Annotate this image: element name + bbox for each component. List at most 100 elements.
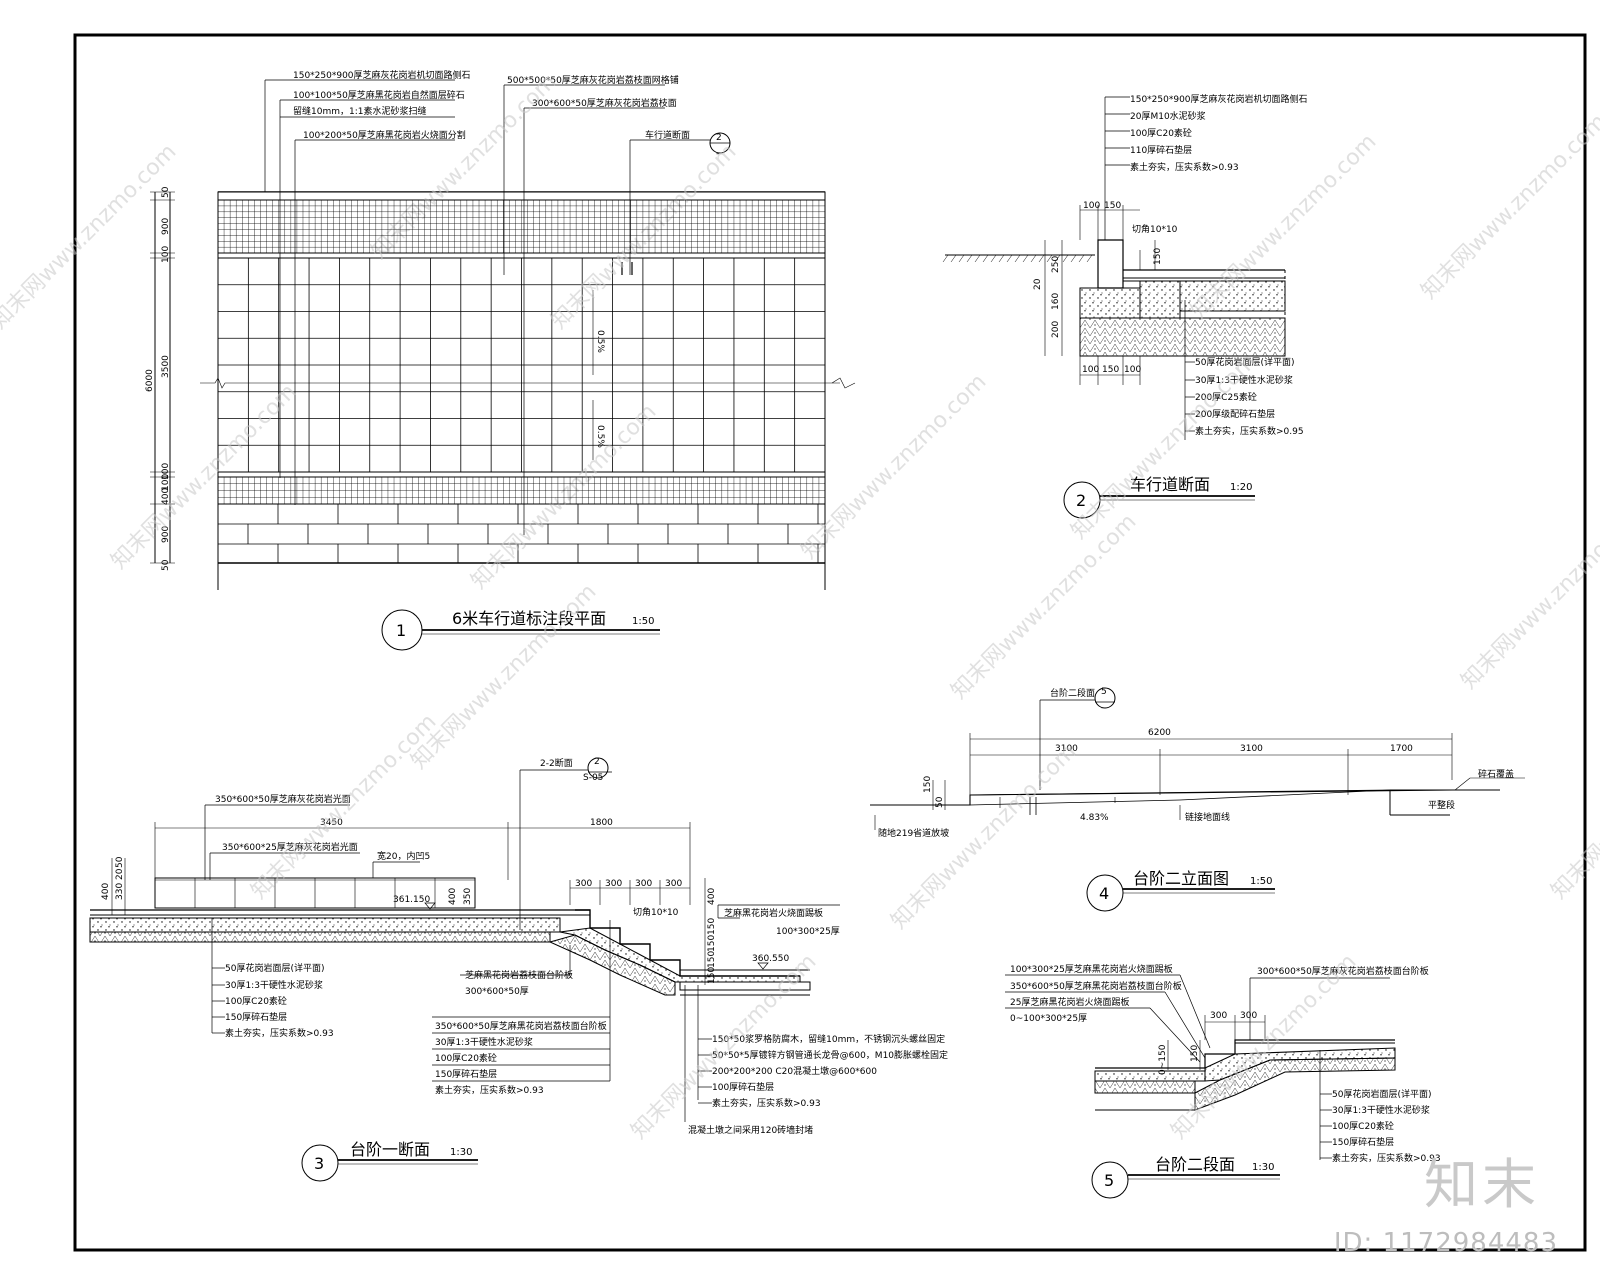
d1-number: 1 [396,621,406,640]
d5-note-bot-2: 30厚1:3干硬性水泥砂浆 [1332,1104,1430,1116]
d1-scale: 1:50 [632,616,654,627]
d3-scale: 1:30 [450,1147,472,1158]
d2-dim-left-1: 250 [1051,256,1061,273]
drawing-5-section [1005,974,1396,1199]
d3-step-3: 300 [635,879,652,889]
d3-step-2: 300 [605,879,622,889]
d2-note-top-2: 20厚M10水泥砂浆 [1130,110,1206,122]
d5-note-top-4: 0~100*300*25厚 [1010,1013,1087,1024]
d2-number: 2 [1076,491,1086,510]
d5-dim-1: 300 [1210,1011,1227,1021]
d4-note-4: 平整段 [1428,799,1455,811]
d1-title: 6米车行道标注段平面 [452,609,606,628]
d3-note-rt-1: 芝麻黑花岗岩火烧面踢板 [724,907,823,919]
d1-dim-5: 100 [161,463,171,480]
d4-scale: 1:50 [1250,876,1272,887]
d3-note-br-4: 100厚碎石垫层 [712,1081,774,1093]
d1-callout-sheet: - [716,149,719,159]
drawing-2-section [942,96,1286,519]
d4-slope: 4.83% [1080,813,1109,823]
d1-dim-2: 100 [161,246,171,263]
d3-note-br-3: 200*200*200 C20混凝土墩@600*600 [712,1065,877,1077]
d3-note-br-5: 素土夯实，压实系数>0.93 [712,1097,821,1109]
d3-note-mid-2: 300*600*50厚 [465,986,529,997]
main-paving-grid [217,257,825,473]
d4-dim-left-1: 150 [923,776,933,793]
d1-dim-1: 900 [161,218,171,235]
drawing-4-labels: 台阶二段面 5 - 6200 3100 3100 1700 150 50 4.8… [878,687,1514,903]
d5-dim-left-1: 0~150 [1158,1044,1168,1075]
d3-note-rt-2: 100*300*25厚 [776,926,840,937]
watermark-text: 知末网www.znzmo.com [797,369,992,564]
d3-note-bm-4: 150厚碎石垫层 [435,1068,497,1080]
d2-dim-left-2: 20 [1033,278,1043,290]
d2-note-top-4: 110厚碎石垫层 [1130,144,1192,156]
d3-note-bm-3: 100厚C20素砼 [435,1052,497,1064]
d2-title: 车行道断面 [1130,475,1210,494]
d3-number: 3 [314,1154,324,1173]
d1-dim-9: 50 [161,559,171,571]
d2-note-top-3: 100厚C20素砼 [1130,127,1192,139]
d2-dim-top-1: 100 [1083,201,1100,211]
d3-dim-left-1: 400 [101,883,111,900]
d1-dim-8: 900 [161,526,171,543]
d4-note-1: 随地219省道放坡 [878,827,949,839]
d4-dim-1: 3100 [1055,744,1078,754]
d2-scale: 1:20 [1230,482,1252,493]
d3-dim-right-3: 150 [707,935,717,952]
drawing-4-elevation [870,687,1525,912]
d3-section-label: 2-2断面 [540,757,573,769]
drawing-3-section [89,757,840,1182]
d5-dim-left-2: 150 [1190,1045,1200,1062]
d4-callout-sheet: - [1101,703,1104,713]
d3-note-top-2: 350*600*25厚芝麻灰花岗岩光面 [222,841,358,853]
d3-note-left-4: 150厚碎石垫层 [225,1011,287,1023]
d5-note-top-3: 25厚芝麻黑花岗岩火烧面踢板 [1010,996,1129,1008]
d4-note-2: 链接地面线 [1185,811,1230,823]
d4-callout-num: 5 [1101,687,1107,697]
d2-note-bot-4: 200厚级配碎石垫层 [1195,408,1275,420]
d5-note-bot-5: 素土夯实，压实系数>0.93 [1332,1152,1441,1164]
d3-note-top-3: 宽20，内凹5 [377,850,430,862]
d4-dim-total: 6200 [1148,728,1171,738]
d4-dim-2: 3100 [1240,744,1263,754]
d3-elev-2: 360.550 [752,954,789,964]
d3-dim-right-2: 150 [707,918,717,935]
drawing-2-labels: 150*250*900厚芝麻灰花岗岩机切面路侧石 20厚M10水泥砂浆 100厚… [1033,93,1308,510]
d4-dim-left-2: 50 [935,796,945,808]
d5-note-top-1: 100*300*25厚芝麻黑花岗岩火烧面踢板 [1010,963,1173,975]
d1-dim-7: 400 [161,488,171,505]
d2-dim-left-3: 160 [1051,293,1061,310]
d3-note-left-2: 30厚1:3干硬性水泥砂浆 [225,979,323,991]
d1-slope-2: 0.5% [595,425,605,448]
drawing-1-dimension-ticks [150,191,175,564]
d3-note-br-1: 150*50浆罗格防腐木，留缝10mm，不锈钢沉头螺丝固定 [712,1033,945,1045]
d2-note-bot-2: 30厚1:3干硬性水泥砂浆 [1195,374,1293,386]
d2-dim-bot-2: 150 [1102,365,1119,375]
d3-title: 台阶一断面 [350,1140,430,1159]
d3-step-4: 300 [665,879,682,889]
d3-note-left-1: 50厚花岗岩面层(详平面) [225,962,324,974]
d3-dim-mid-1: 400 [448,888,458,905]
d3-section-num: 2 [594,757,600,767]
d1-dim-6000: 6000 [145,369,155,392]
d3-dim-right-1: 400 [707,888,717,905]
d2-note-bot-3: 200厚C25素砼 [1195,391,1257,403]
drawing-3-labels: 350*600*50厚芝麻灰花岗岩光面 350*600*25厚芝麻灰花岗岩光面 … [101,757,948,1173]
d1-note-6: 300*600*50厚芝麻灰花岗岩荔枝面 [532,97,677,109]
watermark-text: 知末网www.znzmo.com [0,139,181,334]
d2-chamfer: 切角10*10 [1132,223,1178,235]
d2-note-top-1: 150*250*900厚芝麻灰花岗岩机切面路侧石 [1130,93,1308,105]
watermark-text: 知末网www.znzmo.com [1457,499,1600,694]
watermark-text: 知末网www.znzmo.com [547,139,742,334]
ground-hatch [942,254,1093,263]
d3-note-bm-1: 350*600*50厚芝麻黑花岗岩荔枝面台阶板 [435,1020,607,1032]
image-id-watermark: ID: 1172984483 [1333,1228,1558,1258]
d4-callout-label: 台阶二段面 [1050,687,1095,699]
d3-elev-1: 361.150 [393,895,430,905]
d2-note-bot-5: 素土夯实，压实系数>0.95 [1195,425,1304,437]
watermark-text: 知末网www.znzmo.com [947,509,1142,704]
d3-note-left-3: 100厚C20素砼 [225,995,287,1007]
watermark-text: 知末网www.znzmo.com [1067,349,1262,544]
